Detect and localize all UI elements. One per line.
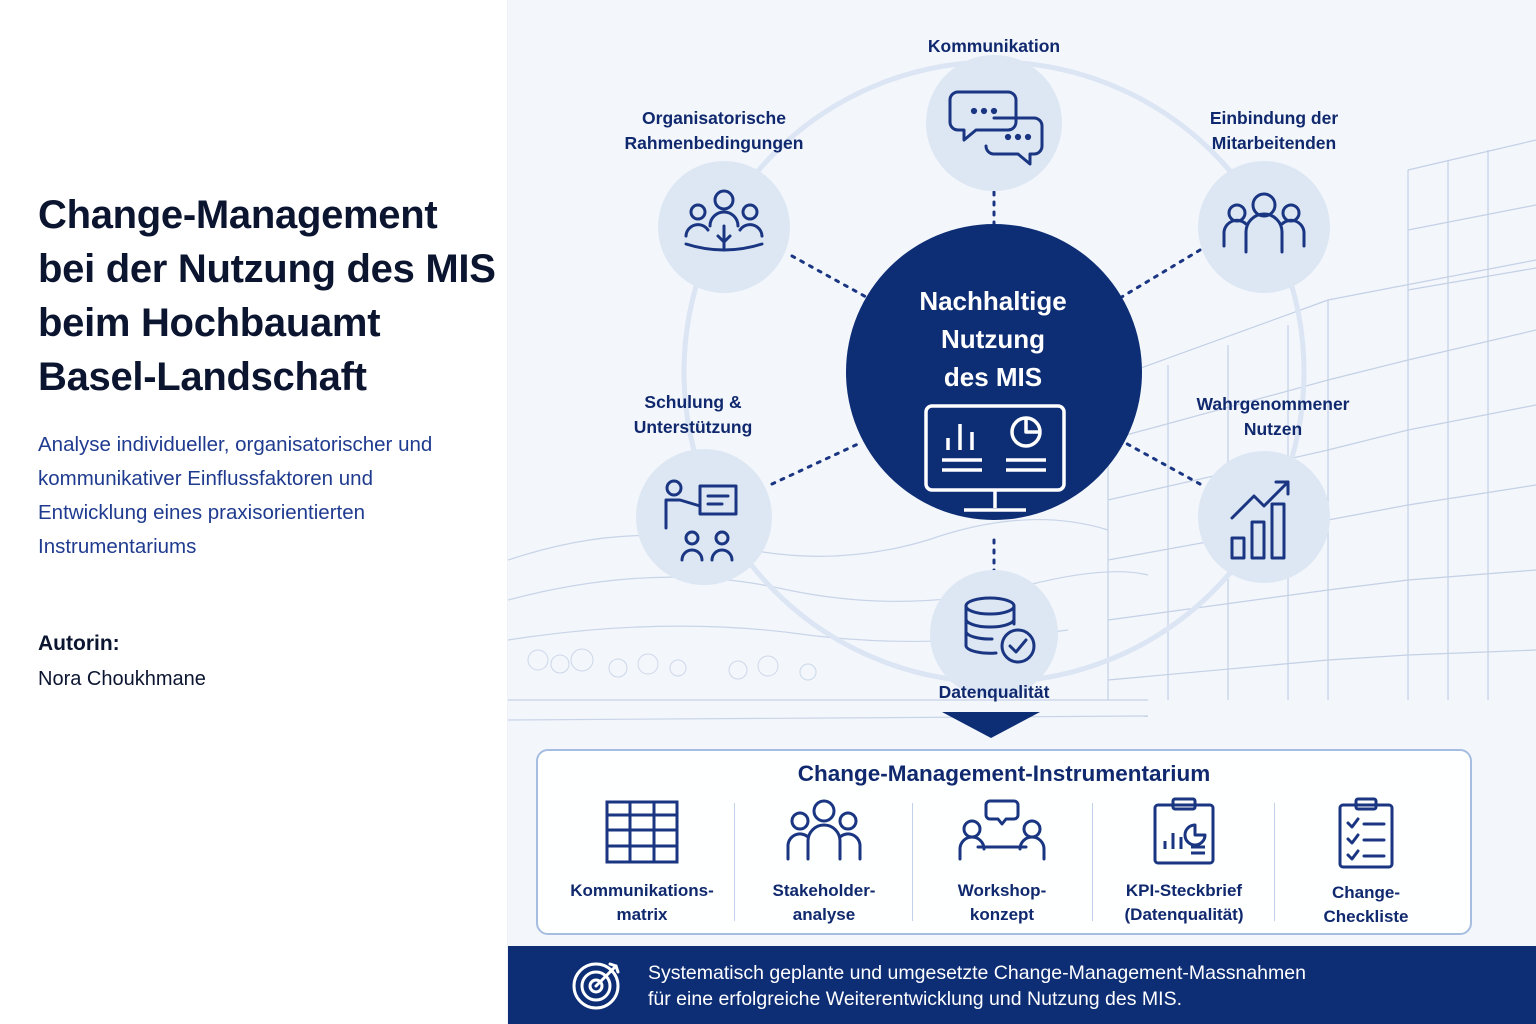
tool-kpi-steckbrief: KPI-Steckbrief(Datenqualität) <box>1094 797 1274 927</box>
author-name: Nora Choukhmane <box>38 668 206 690</box>
node-einbindung <box>1198 161 1330 293</box>
center-node <box>846 224 1142 520</box>
left-panel: Change-Management bei der Nutzung des MI… <box>0 0 508 1024</box>
influence-factor-diagram <box>636 55 1330 738</box>
tool-change-checkliste: Change-Checkliste <box>1276 797 1456 927</box>
organization-icon <box>684 189 764 252</box>
tool-stakeholderanalyse: Stakeholder-analyse <box>736 797 912 927</box>
chat-bubbles-icon <box>948 90 1044 166</box>
divider <box>1274 803 1275 921</box>
growth-chart-icon <box>1230 480 1290 560</box>
divider <box>734 803 735 921</box>
node-schulung <box>636 449 772 585</box>
target-icon <box>572 962 620 1010</box>
kpi-clipboard-icon <box>1153 797 1215 865</box>
banner-text: Systematisch geplante und umgesetzte Cha… <box>648 962 1306 1010</box>
subtitle: Analyse individueller, organisatorischer… <box>38 433 433 558</box>
database-check-icon <box>964 596 1036 664</box>
stakeholder-group-icon <box>786 799 862 861</box>
team-icon <box>1222 192 1306 254</box>
label-schulung: Schulung &Unterstützung <box>633 392 753 437</box>
tool-workshopkonzept: Workshop-konzept <box>914 797 1090 927</box>
table-grid-icon <box>605 800 679 864</box>
divider <box>912 803 913 921</box>
background-building-sketch <box>508 139 1536 721</box>
connectors <box>770 190 1202 576</box>
checklist-icon <box>1338 797 1394 869</box>
label-kommunikation: Kommunikation <box>927 36 1061 56</box>
presentation-icon <box>664 479 738 562</box>
center-title: Nachhaltige Nutzung des MIS <box>919 286 1067 392</box>
bottom-banner: Systematisch geplante und umgesetzte Cha… <box>508 946 1536 1024</box>
divider <box>1092 803 1093 921</box>
arrow-down-icon <box>942 712 1040 738</box>
node-nutzen <box>1198 451 1330 583</box>
tool-kommunikationsmatrix: Kommunikations-matrix <box>552 797 732 927</box>
author-label: Autorin: <box>38 632 120 655</box>
toolkit-title: Change-Management-Instrumentarium <box>797 761 1211 786</box>
label-datenqualitaet: Datenqualität <box>938 682 1050 702</box>
node-datenqualitaet <box>930 570 1058 698</box>
monitor-dashboard-icon <box>924 404 1066 512</box>
toolkit-box: Change-Management-Instrumentarium Kommun… <box>536 749 1472 935</box>
node-kommunikation <box>926 55 1062 191</box>
page-title: Change-Management bei der Nutzung des MI… <box>38 193 496 399</box>
workshop-icon <box>958 799 1046 861</box>
